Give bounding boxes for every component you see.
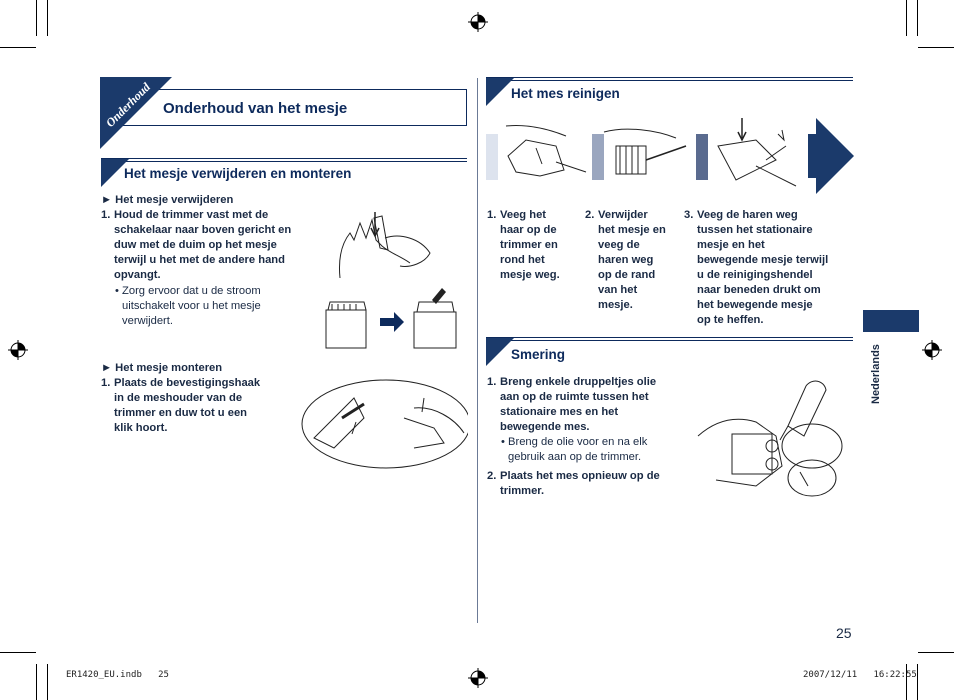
text-line: het mesje en bbox=[598, 224, 666, 236]
text-line: terwijl u het met de andere hand bbox=[114, 254, 285, 266]
text-line: bewegende mes. bbox=[500, 421, 590, 433]
crop-mark bbox=[36, 0, 37, 36]
crop-mark bbox=[917, 664, 918, 700]
text-line: mesje. bbox=[598, 299, 633, 311]
text-line: op de rand bbox=[598, 269, 656, 281]
step-number: 3. bbox=[684, 209, 694, 221]
text-line: trimmer en bbox=[500, 239, 558, 251]
step-number: 1. bbox=[101, 377, 111, 389]
crop-mark bbox=[0, 47, 36, 48]
crop-mark bbox=[36, 664, 37, 700]
text-line: Plaats de bevestigingshaak bbox=[114, 377, 261, 389]
text-line: verwijdert. bbox=[122, 315, 173, 327]
text-line: Veeg het bbox=[500, 209, 547, 221]
step-number: 1. bbox=[101, 209, 111, 221]
text-line: • Zorg ervoor dat u de stroom bbox=[115, 285, 261, 297]
oil-bullet: • Breng de olie voor en na elk gebruik aa… bbox=[501, 435, 691, 465]
text-line: trimmer en duw tot u een bbox=[114, 407, 248, 419]
section-title: Het mesje verwijderen en monteren bbox=[124, 166, 352, 181]
text-line: veeg de bbox=[598, 239, 640, 251]
crop-mark bbox=[47, 0, 48, 36]
text-line: haren weg bbox=[598, 254, 654, 266]
text-line: Houd de trimmer vast met de bbox=[114, 209, 269, 221]
column-divider bbox=[477, 78, 478, 623]
section-corner bbox=[486, 78, 514, 106]
crop-mark bbox=[917, 0, 918, 36]
text-line: Plaats het mes opnieuw op de bbox=[500, 470, 660, 482]
footer-timestamp: 2007/12/11 16:22:55 bbox=[803, 670, 917, 680]
oil-section-title: Smering bbox=[511, 347, 566, 362]
mount-heading: ► Het mesje monteren bbox=[101, 362, 223, 374]
text-line: duw met de duim op het mesje bbox=[114, 239, 277, 251]
text-line: gebruik aan op de trimmer. bbox=[508, 451, 642, 463]
section-rule bbox=[486, 80, 853, 81]
page-number: 25 bbox=[836, 625, 852, 641]
footer-file: ER1420_EU.indb 25 bbox=[66, 670, 169, 680]
step-number: 1. bbox=[487, 209, 497, 221]
text-line: Veeg de haren weg bbox=[697, 209, 798, 221]
clean-section-title: Het mes reinigen bbox=[511, 86, 620, 101]
text-line: in de meshouder van de bbox=[114, 392, 243, 404]
text-line: schakelaar naar boven gericht en bbox=[114, 224, 292, 236]
text-line: aan op de ruimte tussen het bbox=[500, 391, 649, 403]
registration-mark-icon bbox=[8, 340, 28, 360]
text-line: haar op de bbox=[500, 224, 557, 236]
crop-mark bbox=[918, 652, 954, 653]
section-corner bbox=[101, 159, 129, 187]
section-rule bbox=[101, 158, 467, 159]
section-corner bbox=[486, 338, 514, 366]
blade-mounting-illustration bbox=[301, 379, 468, 469]
text-line: van het bbox=[598, 284, 638, 296]
text-line: Verwijder bbox=[598, 209, 648, 221]
section-rule bbox=[486, 77, 853, 78]
crop-mark bbox=[906, 664, 907, 700]
hand-trimmer-illustration bbox=[339, 212, 431, 279]
text-line: rond het bbox=[500, 254, 545, 266]
text-line: klik hoort. bbox=[114, 422, 168, 434]
text-line: mesje weg. bbox=[500, 269, 560, 281]
language-label: Nederlands bbox=[870, 344, 882, 404]
page-title: Onderhoud van het mesje bbox=[163, 100, 348, 117]
text-line: trimmer. bbox=[500, 485, 545, 497]
crop-mark bbox=[918, 47, 954, 48]
text-line: opvangt. bbox=[114, 269, 161, 281]
section-rule bbox=[486, 337, 853, 338]
text-line: stationaire mes en het bbox=[500, 406, 619, 418]
crop-mark bbox=[0, 652, 36, 653]
text-line: • Breng de olie voor en na elk bbox=[501, 436, 648, 448]
crop-mark bbox=[906, 0, 907, 36]
step-number: 1. bbox=[487, 376, 497, 388]
text-line: tussen het stationaire bbox=[697, 224, 813, 236]
remove-heading: ► Het mesje verwijderen bbox=[101, 194, 234, 206]
section-rule bbox=[486, 340, 853, 341]
crop-mark bbox=[47, 664, 48, 700]
registration-mark-icon bbox=[468, 12, 488, 32]
text-line: het bewegende mesje bbox=[697, 299, 813, 311]
registration-mark-icon bbox=[922, 340, 942, 360]
text-line: mesje en het bbox=[697, 239, 765, 251]
blade-removal-illustration bbox=[325, 288, 457, 349]
step-number: 2. bbox=[487, 470, 497, 482]
oiling-illustration bbox=[697, 380, 843, 497]
text-line: uitschakelt voor u het mesje bbox=[122, 300, 261, 312]
remove-bullet: • Zorg ervoor dat u de stroom uitschakelt… bbox=[115, 284, 315, 329]
registration-mark-icon bbox=[468, 668, 488, 688]
text-line: Breng enkele druppeltjes olie bbox=[500, 376, 657, 388]
cleaning-steps-illustration bbox=[486, 118, 854, 194]
section-rule bbox=[101, 161, 467, 162]
text-line: u de reinigingshendel bbox=[697, 269, 813, 281]
step-number: 2. bbox=[585, 209, 595, 221]
language-tab bbox=[863, 310, 919, 332]
onderhoud-tab bbox=[100, 77, 172, 149]
text-line: naar beneden drukt om bbox=[697, 284, 821, 296]
text-line: op te heffen. bbox=[697, 314, 764, 326]
text-line: bewegende mesje terwijl bbox=[697, 254, 829, 266]
